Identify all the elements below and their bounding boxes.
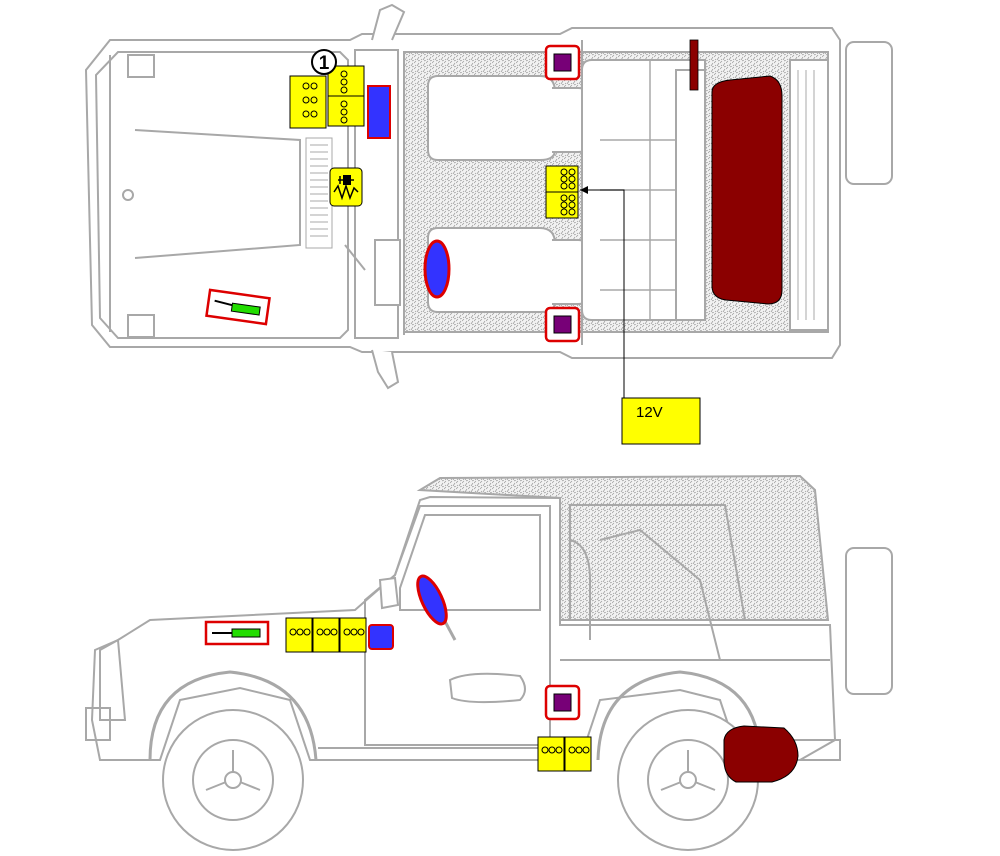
vehicle-side-view (85, 474, 893, 851)
windshield-frame (354, 49, 399, 339)
front-door (364, 505, 551, 746)
rear-wheel (617, 709, 759, 851)
fuse-icon (204, 620, 270, 646)
spare-wheel-side (845, 547, 893, 695)
headlamp-right (127, 314, 155, 338)
grille (99, 638, 127, 721)
rear-panel (789, 59, 829, 331)
tank-icon (723, 725, 799, 783)
hood-outline (94, 51, 349, 339)
front-wheel (162, 709, 304, 851)
voltage-label: 12V (636, 404, 663, 421)
tank-icon (711, 75, 783, 305)
battery-icon (537, 736, 565, 772)
airbag-icon (423, 239, 451, 299)
steering-column (374, 239, 401, 306)
side-view-components (204, 574, 799, 783)
roll-bar (599, 528, 721, 661)
callout-circle (311, 49, 337, 75)
voltage-callout: 12V (580, 186, 701, 445)
door-handle (448, 672, 526, 704)
mirror-right (371, 349, 400, 390)
star-emblem (122, 189, 134, 201)
rear-window-frame (569, 504, 747, 621)
control-module-icon (544, 684, 581, 721)
voltage-box (621, 397, 701, 445)
front-seat-left (427, 75, 556, 161)
rear-bumper (790, 739, 841, 761)
control-module-icon (544, 306, 581, 343)
leader-arrow (580, 186, 588, 194)
wiper-arm (344, 244, 366, 271)
front-bumper (85, 707, 111, 741)
rear-bench-seams (600, 60, 700, 320)
rear-fender-flare (596, 670, 762, 761)
airbag-module-top (367, 85, 391, 139)
battery-icon (327, 65, 365, 97)
battery-cluster-sill (537, 736, 592, 772)
hood-panel (134, 129, 301, 259)
mirror-side (378, 576, 400, 610)
battery-cluster-center (545, 165, 579, 219)
airbag-icon (416, 574, 457, 641)
fuse-icon (205, 288, 271, 326)
rear-panel-lines (797, 70, 815, 320)
airbag-module-side (368, 624, 394, 650)
body-side (90, 495, 837, 761)
top-view-components: 1 (205, 39, 783, 343)
front-fender-flare (148, 670, 318, 761)
battery-cluster-top (289, 65, 365, 129)
battery-icon (545, 165, 579, 193)
pressure-sensor-icon (329, 167, 363, 207)
front-seat-right (427, 227, 556, 313)
battery-icon (564, 736, 592, 772)
battery-cluster-side (285, 617, 367, 653)
rear-bench-back (675, 69, 706, 321)
battery-icon (545, 191, 579, 219)
headlamp-left (127, 54, 155, 78)
callout-number: 1 (319, 53, 330, 74)
rear-seat-side (569, 539, 591, 640)
mirror-left (371, 3, 406, 41)
battery-icon (327, 95, 365, 127)
spare-wheel-top (845, 41, 893, 185)
filler-neck (689, 39, 699, 91)
control-module-icon (544, 44, 581, 81)
leader-line (580, 189, 625, 398)
